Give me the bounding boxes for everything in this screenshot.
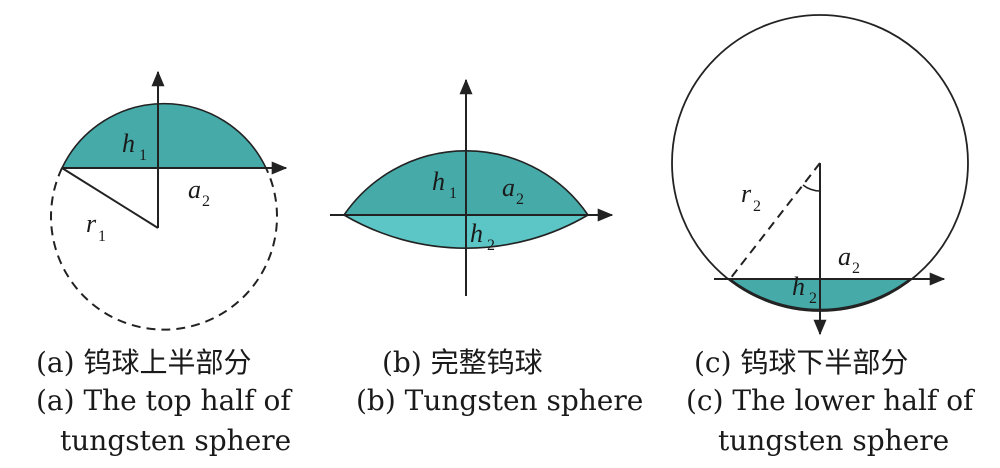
panel-b-caption-en: (b) Tungsten sphere [356, 384, 643, 417]
panel-b-h2-sub: 2 [487, 237, 495, 254]
panel-b-a-label: a [502, 173, 515, 202]
panel-b-h1-label: h [432, 167, 445, 196]
panel-c-angle-arc [802, 184, 821, 192]
panel-a-caption-en-1: (a) The top half of [36, 384, 293, 417]
panel-b: h 1 a 2 h 2 (b) 完整钨球 (b) Tungsten sphere [330, 78, 643, 417]
panel-c-r-label: r [741, 179, 752, 208]
panel-c-a-sub: 2 [852, 260, 860, 277]
panel-c: r 2 a 2 h 2 (c) 钨球下半部分 (c) The lower hal… [671, 14, 976, 457]
panel-a-top-cap [60, 102, 268, 169]
panel-c-h-sub: 2 [809, 290, 817, 307]
panel-a-h-label: h [122, 129, 135, 158]
panel-c-r-sub: 2 [753, 198, 761, 215]
panel-a-r-sub: 1 [98, 228, 106, 245]
panel-c-caption-en-1: (c) The lower half of [686, 384, 976, 417]
panel-b-h2-label: h [470, 219, 483, 248]
panel-a-radius-line [61, 167, 159, 229]
panel-a-caption-cn: (a) 钨球上半部分 [36, 346, 251, 379]
panel-c-caption-cn: (c) 钨球下半部分 [694, 346, 908, 379]
panel-a: h 1 a 2 r 1 (a) 钨球上半部分 (a) The top half … [36, 70, 293, 457]
panel-b-a-sub: 2 [516, 191, 524, 208]
panel-b-caption-cn: (b) 完整钨球 [382, 346, 543, 379]
panel-a-r-label: r [86, 209, 97, 238]
panel-a-caption-en-2: tungsten sphere [60, 424, 291, 457]
panel-a-dashed-sphere [50, 167, 278, 331]
panel-a-a-label: a [188, 175, 201, 204]
panel-c-h-label: h [792, 272, 805, 301]
panel-a-a-sub: 2 [202, 193, 210, 210]
panel-a-h-sub: 1 [139, 147, 147, 164]
panel-c-a-label: a [838, 242, 851, 271]
panel-c-caption-en-2: tungsten sphere [718, 424, 949, 457]
panel-c-radius-line [729, 162, 821, 280]
panel-b-h1-sub: 1 [449, 185, 457, 202]
